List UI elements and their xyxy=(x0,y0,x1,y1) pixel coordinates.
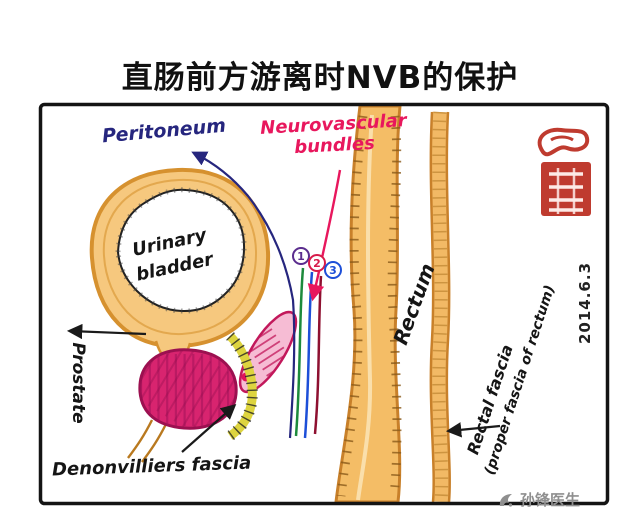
bladder-shape xyxy=(89,167,271,365)
watermark: 孙锋医生 xyxy=(497,489,580,510)
badge-1-number: 1 xyxy=(297,250,305,263)
label-date: 2014.6.3 xyxy=(576,261,594,345)
rectum-band xyxy=(334,104,402,504)
seal-stamp-icon xyxy=(537,127,591,216)
label-prostate: Prostate xyxy=(68,342,88,424)
prostate-arrow xyxy=(66,323,147,340)
prostate-shape xyxy=(138,348,238,430)
page-title: 直肠前方游离时NVB的保护 xyxy=(121,60,519,96)
badge-2-circle xyxy=(308,254,326,272)
nvb-arrow xyxy=(307,169,342,302)
badge-1-circle xyxy=(292,247,310,265)
number-badges: 1 2 3 xyxy=(292,247,342,279)
diagram-frame-border xyxy=(38,102,610,506)
badge-2-number: 2 xyxy=(313,257,321,270)
label-neurovascular-bundles: Neurovascular bundles xyxy=(255,110,413,160)
nvb-line-blue xyxy=(303,271,314,439)
rectal-fascia-arrow xyxy=(445,422,501,438)
watermark-text: 孙锋医生 xyxy=(520,491,581,509)
nvb-line-green xyxy=(294,267,305,437)
watermark-logo-icon xyxy=(499,493,513,507)
badge-3-circle xyxy=(324,261,342,279)
denonvilliers-band xyxy=(225,332,258,441)
nvb-line-darkred xyxy=(313,275,323,435)
rectal-fascia-band xyxy=(429,111,451,503)
badge-3-number: 3 xyxy=(329,264,337,277)
denonvilliers-arrow xyxy=(181,403,237,453)
peritoneum-arrow xyxy=(191,151,296,439)
urethra-lines xyxy=(127,419,168,463)
